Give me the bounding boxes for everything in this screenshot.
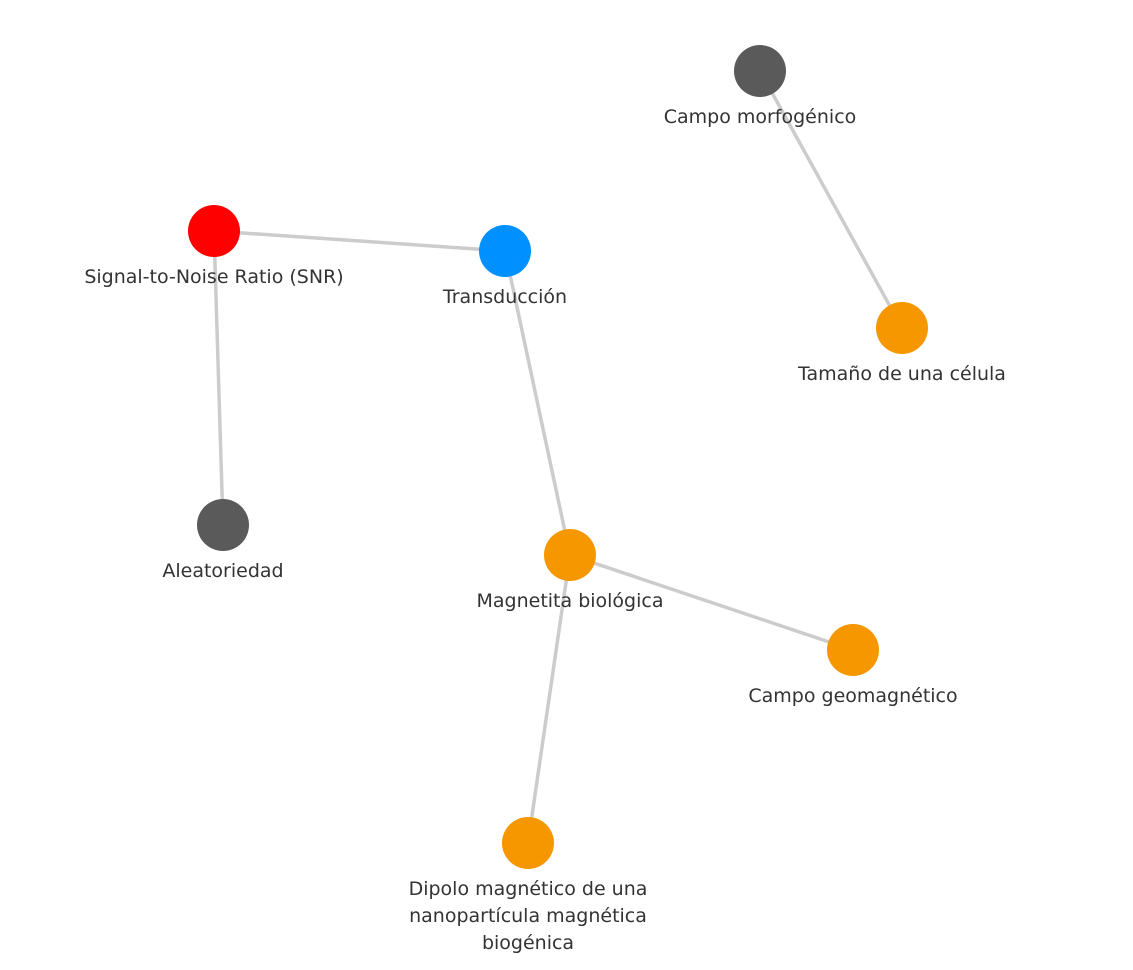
node-circle-magnetita-biologica[interactable] — [544, 529, 596, 581]
edge-snr-to-transduccion — [212, 229, 507, 253]
node-label-line: Campo morfogénico — [664, 106, 857, 128]
node-label-transduccion: Transducción — [442, 286, 567, 308]
node-label-tamano-celula: Tamaño de una célula — [797, 363, 1006, 385]
edge-snr-to-aleatoriedad — [212, 229, 225, 527]
node-label-line: Dipolo magnético de una — [409, 878, 648, 900]
node-label-campo-geomagnetico: Campo geomagnético — [748, 685, 957, 707]
node-circle-dipolo-magnetico[interactable] — [502, 817, 554, 869]
node-label-line: Signal-to-Noise Ratio (SNR) — [84, 266, 343, 288]
node-label-line: Magnetita biológica — [477, 590, 664, 612]
node-circle-campo-geomagnetico[interactable] — [827, 624, 879, 676]
node-label-dipolo-magnetico: Dipolo magnético de una nanopartícula mag… — [409, 878, 648, 954]
node-dipolo-magnetico[interactable]: Dipolo magnético de una nanopartícula mag… — [409, 817, 648, 954]
node-circle-tamano-celula[interactable] — [876, 302, 928, 354]
node-label-line: Tamaño de una célula — [797, 363, 1006, 385]
node-label-line: Aleatoriedad — [162, 560, 283, 582]
node-label-snr: Signal-to-Noise Ratio (SNR) — [84, 266, 343, 288]
node-circle-aleatoriedad[interactable] — [197, 499, 249, 551]
node-campo-geomagnetico[interactable]: Campo geomagnético — [748, 624, 958, 707]
edge-campo-morfogenico-to-tamano-celula — [758, 69, 904, 330]
edge-magnetita-biologica-to-campo-geomagnetico — [568, 553, 855, 652]
node-circle-snr[interactable] — [188, 205, 240, 257]
node-circle-transduccion[interactable] — [479, 225, 531, 277]
node-label-line: Transducción — [442, 286, 567, 308]
node-snr[interactable]: Signal-to-Noise Ratio (SNR) — [84, 205, 344, 288]
edge-magnetita-biologica-to-dipolo-magnetico — [526, 553, 572, 845]
node-label-campo-morfogenico: Campo morfogénico — [664, 106, 857, 128]
node-label-line: biogénica — [482, 932, 574, 954]
node-magnetita-biologica[interactable]: Magnetita biológica — [477, 529, 664, 612]
node-campo-morfogenico[interactable]: Campo morfogénico — [664, 45, 857, 128]
node-aleatoriedad[interactable]: Aleatoriedad — [162, 499, 284, 582]
node-label-magnetita-biologica: Magnetita biológica — [477, 590, 664, 612]
edge-transduccion-to-magnetita-biologica — [503, 249, 572, 557]
node-label-line: Campo geomagnético — [748, 685, 957, 707]
node-circle-campo-morfogenico[interactable] — [734, 45, 786, 97]
node-tamano-celula[interactable]: Tamaño de una célula — [797, 302, 1006, 385]
edges-layer — [212, 69, 904, 845]
node-label-aleatoriedad: Aleatoriedad — [162, 560, 283, 582]
node-transduccion[interactable]: Transducción — [442, 225, 567, 308]
node-label-line: nanopartícula magnética — [409, 905, 647, 927]
